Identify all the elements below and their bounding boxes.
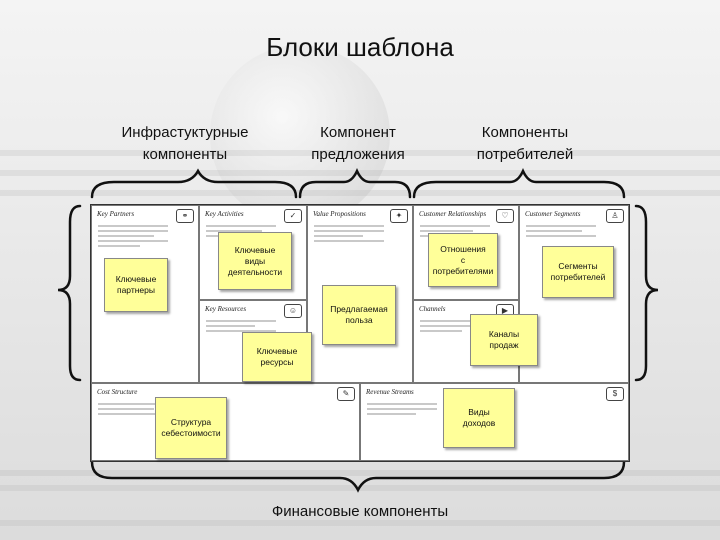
placeholder-text	[206, 317, 276, 335]
category-infrastructure: Инфрастуктурные компоненты	[121, 124, 249, 163]
cell-title: Value Propositions	[313, 210, 366, 218]
category-offer: Компонент предложения	[311, 124, 405, 163]
footer-label: Финансовые компоненты	[271, 503, 449, 520]
page-title: Блоки шаблона	[266, 32, 454, 62]
cell-title: Key Resources	[205, 305, 247, 313]
link-icon: ⚭	[176, 209, 194, 223]
cell-title: Key Partners	[97, 210, 135, 218]
bg-stripe	[0, 520, 720, 526]
checklist-icon: ✓	[284, 209, 302, 223]
note-customer-relationships: Отношения с потребителями	[428, 233, 498, 287]
note-customer-segments: Сегменты потребителей	[542, 246, 614, 298]
brace-offer	[298, 167, 412, 199]
cell-title: Revenue Streams	[366, 388, 414, 396]
note-key-activities: Ключевые виды деятельности	[218, 232, 292, 290]
cell-title: Cost Structure	[97, 388, 138, 396]
cell-title: Customer Relationships	[419, 210, 487, 218]
category-customers: Компоненты потребителей	[476, 124, 574, 163]
bg-stripe	[0, 470, 720, 476]
brace-infrastructure	[90, 168, 298, 199]
bg-stripe	[0, 170, 720, 176]
cell-cost-structure: Cost Structure ✎	[91, 383, 360, 461]
note-value-propositions: Предлагаемая польза	[322, 285, 396, 345]
placeholder-text	[420, 317, 490, 335]
heart-icon: ♡	[496, 209, 514, 223]
money-bag-icon: $	[606, 387, 624, 401]
gift-icon: ✦	[390, 209, 408, 223]
bg-stripe	[0, 190, 720, 196]
note-key-resources: Ключевые ресурсы	[242, 332, 312, 382]
brace-bottom	[90, 460, 626, 493]
cell-key-partners: Key Partners ⚭	[91, 205, 199, 383]
note-revenue-streams: Виды доходов	[443, 388, 515, 448]
note-key-partners: Ключевые партнеры	[104, 258, 168, 312]
cell-title: Customer Segments	[525, 210, 581, 218]
brace-customers	[412, 167, 626, 199]
note-cost-structure: Структура себестоимости	[155, 397, 227, 459]
cell-customer-segments: Customer Segments ♙	[519, 205, 629, 383]
cell-revenue-streams: Revenue Streams $	[360, 383, 629, 461]
worker-icon: ☺	[284, 304, 302, 318]
people-icon: ♙	[606, 209, 624, 223]
placeholder-text	[98, 400, 168, 418]
cell-title: Key Activities	[205, 210, 244, 218]
price-tag-icon: ✎	[337, 387, 355, 401]
placeholder-text	[98, 222, 168, 250]
cell-value-propositions: Value Propositions ✦	[307, 205, 413, 383]
note-channels: Каналы продаж	[470, 314, 538, 366]
placeholder-text	[526, 222, 596, 240]
brace-right	[634, 204, 659, 382]
cell-title: Channels	[419, 305, 446, 313]
placeholder-text	[367, 400, 437, 418]
bg-stripe	[0, 150, 720, 156]
placeholder-text	[314, 222, 384, 245]
brace-left	[57, 204, 82, 382]
